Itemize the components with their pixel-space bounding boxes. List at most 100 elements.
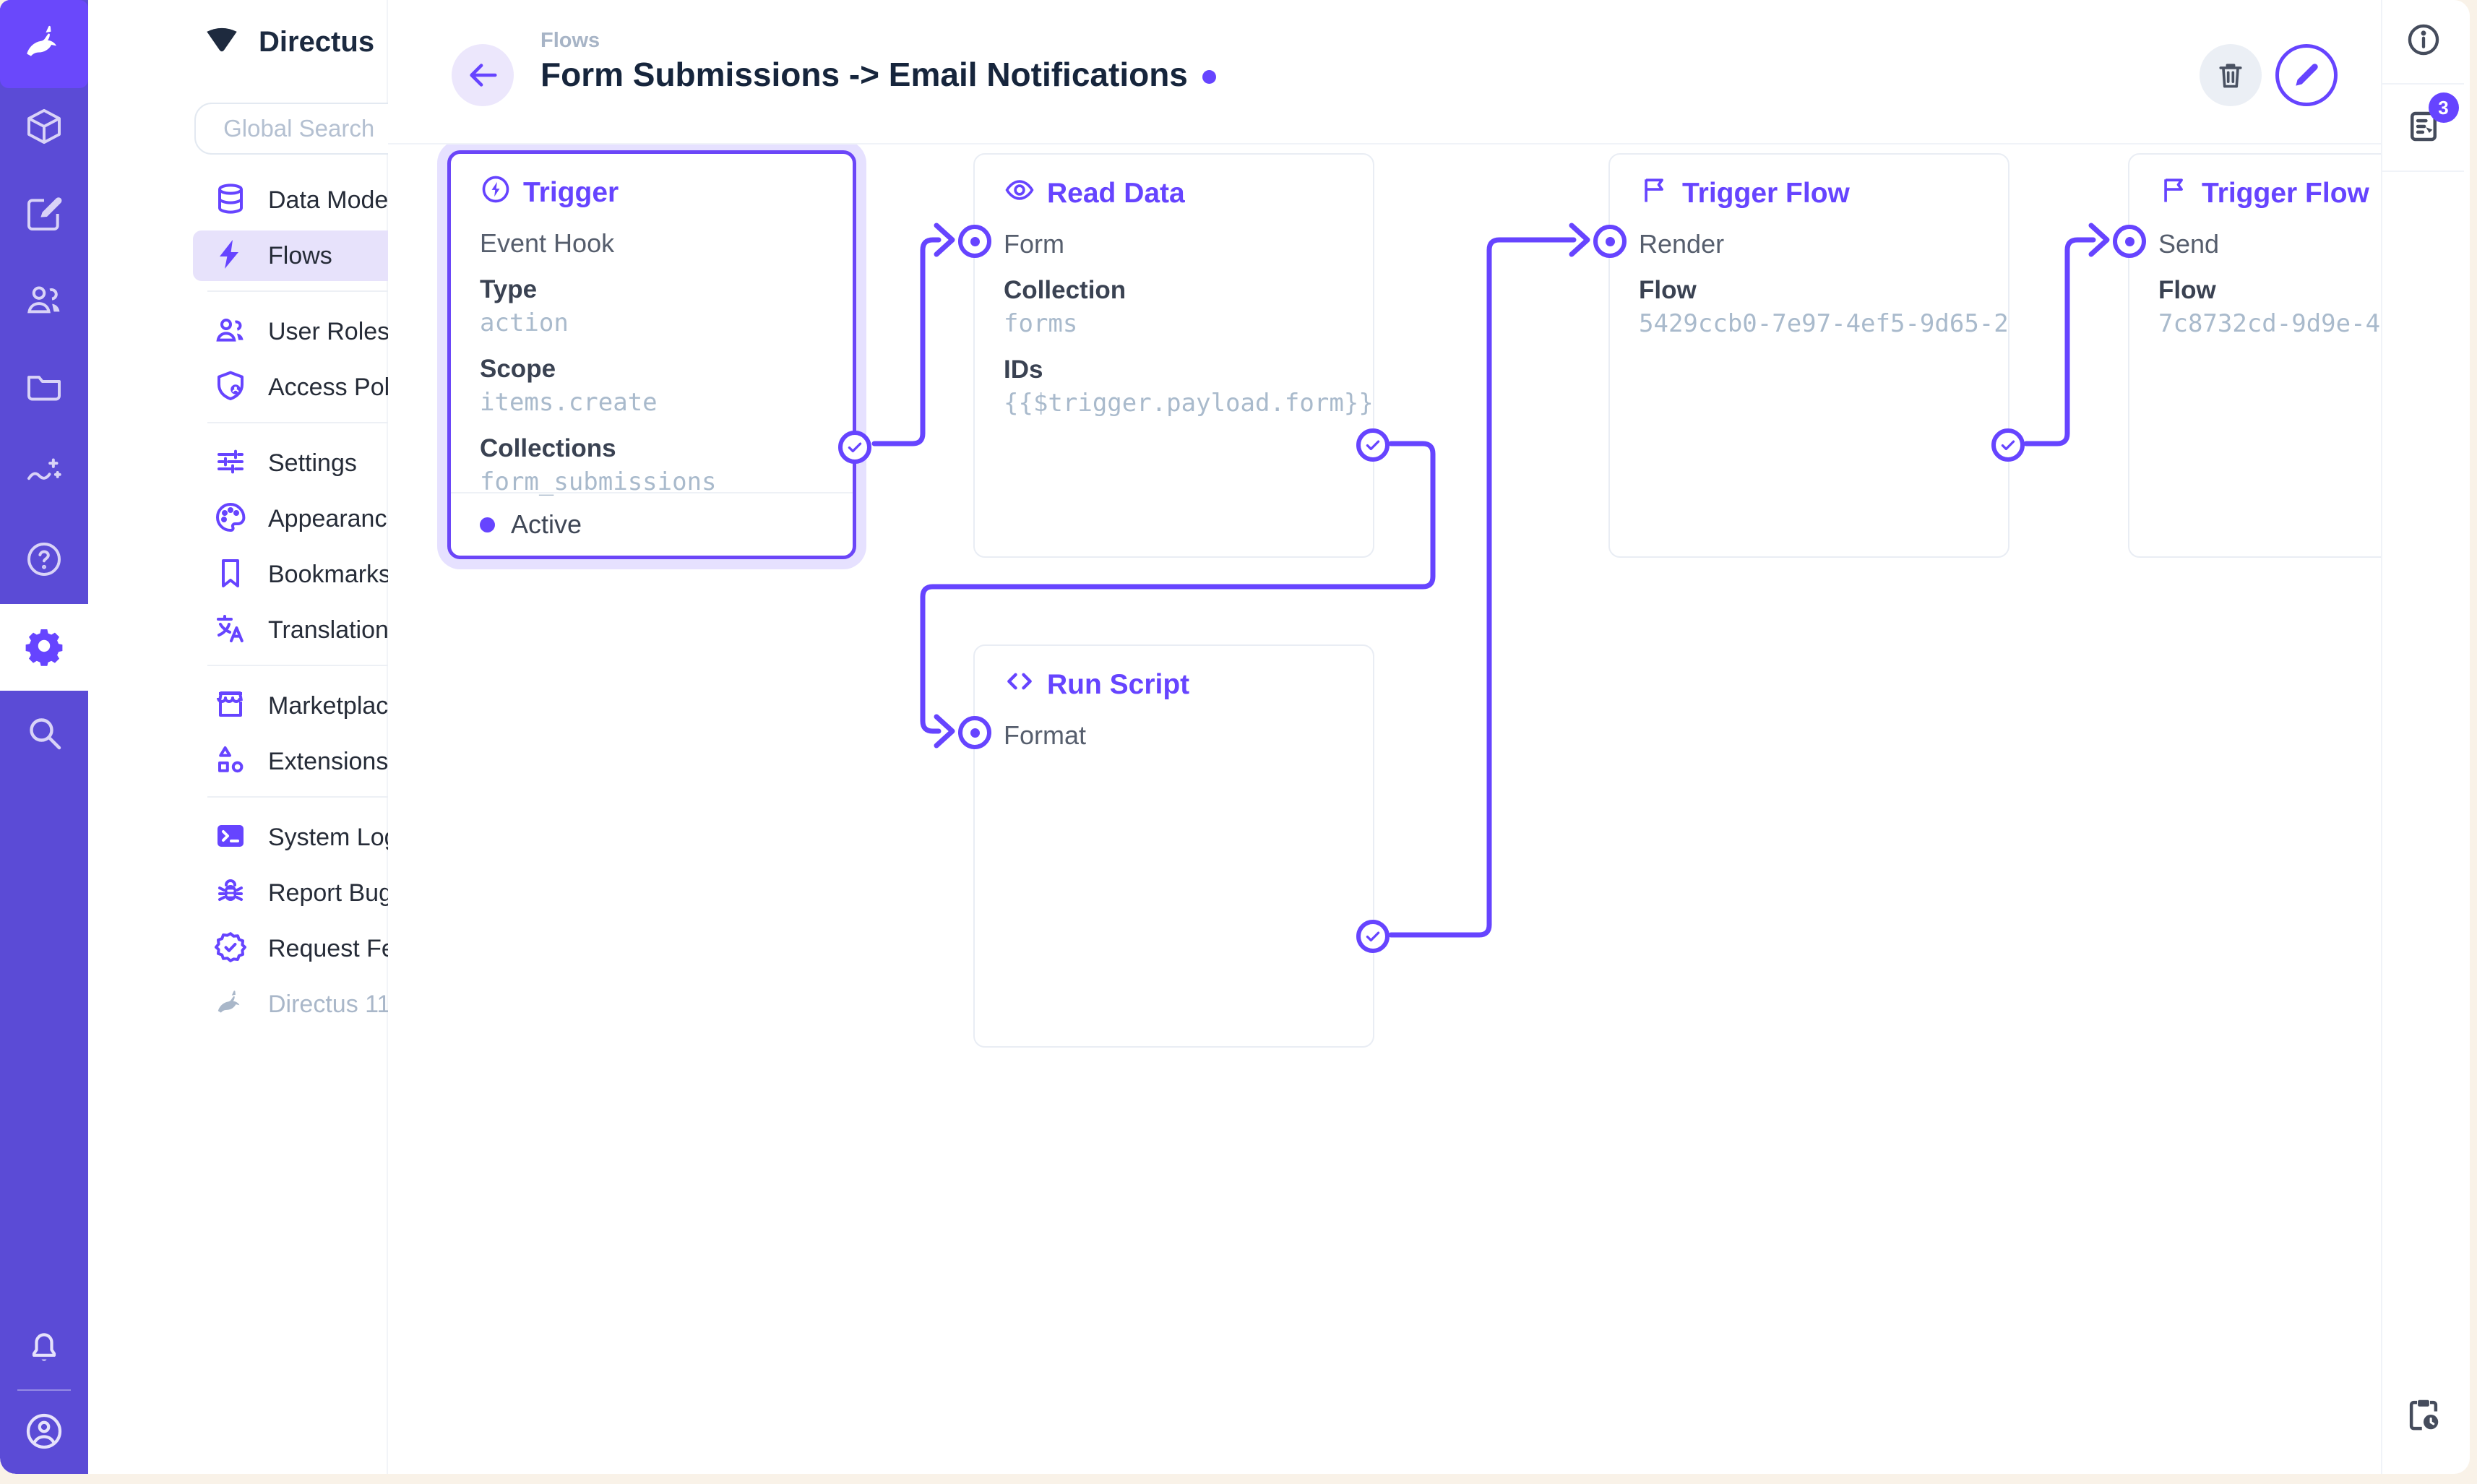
edit-square-icon [24, 194, 64, 238]
module-search-button[interactable] [0, 691, 88, 777]
field-label: Collections [480, 434, 616, 462]
nav-divider [207, 665, 468, 666]
rail-divider [17, 1389, 71, 1391]
page-title: Form Submissions -> Email Notifications [540, 56, 1188, 93]
flow-node-trigger-flow-send[interactable]: Trigger Flow Send Flow 7c8732cd-9d9e-44b… [2113, 153, 2388, 558]
nav-divider [207, 796, 468, 798]
module-content-button[interactable] [0, 85, 88, 171]
directus-rabbit-icon [20, 19, 68, 70]
bookmark-icon [213, 556, 248, 594]
trigger-flow-render-input-port[interactable] [1593, 225, 1627, 258]
field-value: {{$trigger.payload.form}} [1004, 389, 1373, 418]
module-editor-button[interactable] [0, 172, 88, 259]
sidebar-item-label: User Roles [268, 317, 390, 345]
module-rail [0, 0, 88, 1474]
project-header[interactable]: Directus [88, 17, 374, 66]
read-data-resolve-port[interactable] [1356, 428, 1390, 462]
breadcrumb[interactable]: Flows [540, 29, 600, 52]
sidebar-item-bookmarks[interactable]: Bookmarks [193, 549, 475, 600]
status-badge: Active [511, 509, 582, 539]
trigger-flow-send-input-port[interactable] [2113, 225, 2146, 258]
bolt-circle-icon [480, 173, 512, 212]
help-icon [24, 539, 64, 583]
sidebar-item-label: Translations [268, 616, 401, 644]
revisions-button[interactable] [2382, 1380, 2464, 1452]
back-button[interactable] [452, 44, 514, 106]
sidebar-item-data-model[interactable]: Data Model [193, 175, 475, 225]
search-placeholder: Global Search [223, 115, 375, 142]
module-files-button[interactable] [0, 345, 88, 431]
sidebar-item-extensions[interactable]: Extensions [193, 736, 475, 787]
flow-node-trigger[interactable]: Trigger Event Hook Type action Scope ite… [447, 150, 871, 559]
flow-node-read-data[interactable]: Read Data Form Collection forms IDs {{$t… [958, 153, 1390, 558]
node-key-label: Format [1004, 720, 1087, 750]
edit-flow-button[interactable] [2275, 44, 2338, 106]
search-icon [24, 712, 64, 756]
module-insights-button[interactable] [0, 431, 88, 517]
user-avatar-button[interactable] [0, 1389, 88, 1474]
module-help-button[interactable] [0, 517, 88, 604]
field-value: action [480, 309, 569, 337]
bug-icon [213, 874, 248, 913]
field-label: Flow [1639, 276, 1697, 304]
run-script-input-port[interactable] [958, 716, 991, 749]
sidebar-item-label: Report Bug [268, 879, 392, 907]
node-title-label: Run Script [1047, 669, 1190, 700]
palette-icon [213, 500, 248, 538]
node-title-label: Read Data [1047, 178, 1185, 209]
logs-panel-button[interactable]: 3 [2382, 86, 2464, 172]
module-settings-button[interactable] [0, 604, 88, 691]
translate-icon [213, 611, 248, 650]
trigger-flow-render-resolve-port[interactable] [1991, 428, 2025, 462]
trigger-resolve-port[interactable] [838, 431, 871, 464]
delete-flow-button[interactable] [2200, 44, 2262, 106]
node-title-label: Trigger Flow [2202, 178, 2369, 209]
nav-divider [207, 290, 468, 292]
sidebar-item-label: Extensions [268, 747, 389, 775]
run-script-resolve-port[interactable] [1356, 920, 1390, 953]
storefront-icon [213, 687, 248, 725]
sidebar-item-system-logs[interactable]: System Logs [193, 812, 475, 863]
sidebar-item-label: System Logs [268, 823, 410, 851]
cube-icon [24, 106, 64, 150]
field-label: Collection [1004, 276, 1127, 304]
database-icon [213, 181, 248, 220]
field-value: 7c8732cd-9d9e-44be [2158, 309, 2388, 338]
sidebar-item-report-bug[interactable]: Report Bug [193, 868, 475, 918]
active-status-dot [480, 517, 495, 532]
sidebar-item-translations[interactable]: Translations [193, 605, 475, 655]
right-sidebar: 3 [2381, 0, 2464, 1474]
sidebar-item-appearance[interactable]: Appearance [193, 493, 475, 544]
main-area: Trigger Event Hook Type action Scope ite… [388, 0, 2388, 1474]
trigger-type-label: Event Hook [480, 228, 615, 258]
directus-logo-tile[interactable] [0, 0, 88, 88]
project-name: Directus [259, 25, 375, 58]
avatar-icon [22, 1410, 66, 1457]
gear-icon [23, 625, 65, 670]
users-icon [24, 280, 64, 324]
field-label: Type [480, 275, 538, 303]
folder-icon [24, 366, 64, 410]
code-icon [1004, 665, 1035, 704]
node-title-label: Trigger Flow [1682, 178, 1850, 209]
sidebar-item-settings[interactable]: Settings [193, 438, 475, 488]
flag-icon [2158, 174, 2190, 213]
info-button[interactable] [2382, 0, 2464, 85]
sidebar-item-label: Data Model [268, 186, 394, 214]
flow-connections [871, 223, 2110, 938]
sidebar-item-label: Marketplace [268, 691, 402, 720]
flow-node-trigger-flow-render[interactable]: Trigger Flow Render Flow 5429ccb0-7e97-4… [1593, 153, 2025, 558]
nav-sidebar: Directus Global Search ⌘K Data Model Flo… [88, 0, 509, 1474]
terminal-icon [213, 819, 248, 857]
notifications-button[interactable] [0, 1304, 88, 1391]
module-users-button[interactable] [0, 258, 88, 345]
page-header: Flows Form Submissions -> Email Notifica… [388, 0, 2388, 144]
flow-canvas[interactable]: Trigger Event Hook Type action Scope ite… [388, 144, 2388, 1474]
nav-divider [207, 422, 468, 423]
field-value: 5429ccb0-7e97-4ef5-9d65-2b… [1639, 309, 2008, 338]
sidebar-item-user-roles[interactable]: User Roles [193, 306, 475, 357]
read-data-input-port[interactable] [958, 225, 991, 258]
flow-node-run-script[interactable]: Run Script Format [958, 644, 1390, 1048]
sidebar-item-label: Flows [268, 241, 332, 269]
